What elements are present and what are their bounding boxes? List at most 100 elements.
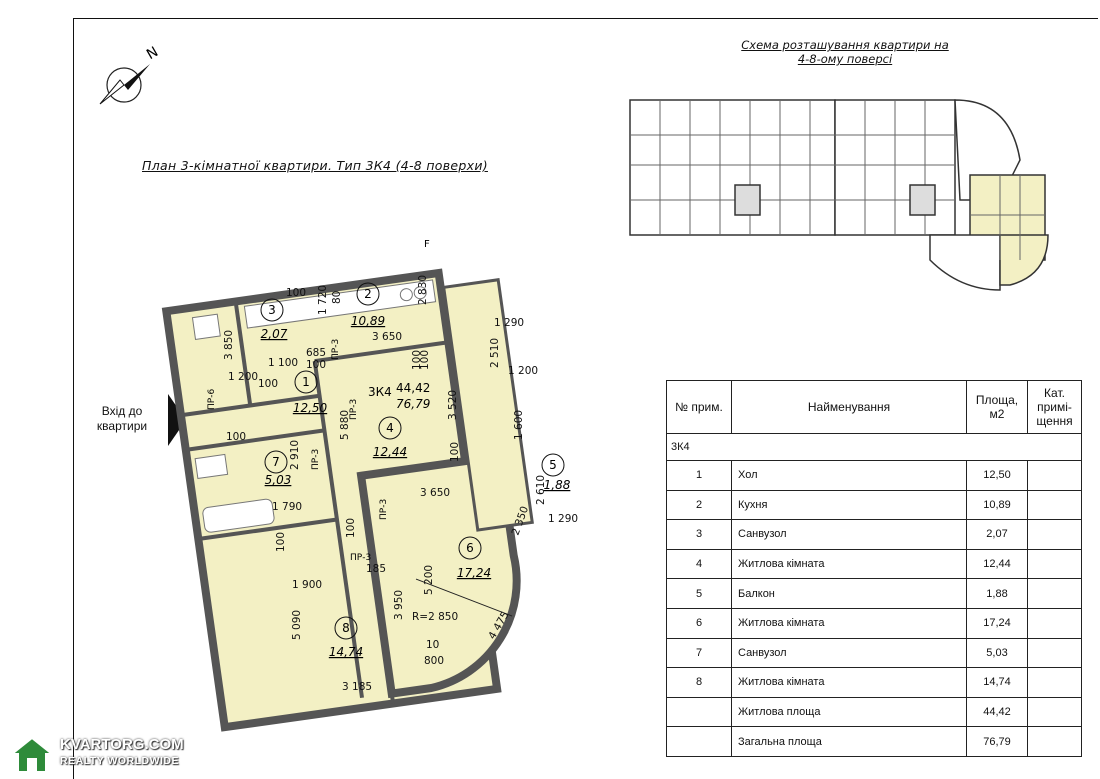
room-marker-6: 617,24 [457, 536, 491, 580]
dim: 80 [331, 291, 343, 304]
north-label: N [144, 44, 161, 63]
floor-scheme [629, 99, 1049, 291]
explication-table: № прим. Найменування Площа, м2 Кат. прим… [666, 380, 1082, 757]
svg-text:4: 4 [386, 421, 394, 435]
svg-text:12,44: 12,44 [373, 445, 407, 459]
dim: R=2 850 [412, 611, 458, 623]
dim: 1 900 [292, 579, 322, 591]
dim: 100 [419, 350, 431, 370]
watermark-sub: REALTY WORLDWIDE [60, 755, 180, 767]
svg-text:10,89: 10,89 [351, 314, 385, 328]
dim: 100 [258, 378, 278, 390]
room-marker-2: 210,89 [351, 282, 385, 328]
dim: 1 100 [268, 357, 298, 369]
apartment-label: 3К4 [368, 385, 392, 399]
scheme-title: Схема розташування квартири на 4-8-ому п… [741, 38, 949, 66]
svg-text:6: 6 [466, 541, 474, 555]
dim: 1 600 [513, 410, 525, 440]
dim: 5 880 [339, 410, 351, 440]
dim: 1 720 [317, 285, 329, 315]
svg-text:1,88: 1,88 [544, 478, 571, 492]
dim: 3 950 [393, 590, 405, 620]
dim: 1 290 [548, 513, 578, 525]
room-marker-7: 75,03 [264, 450, 292, 487]
dim: 100 [226, 431, 246, 443]
dim: 800 [424, 655, 444, 667]
dim: 3 520 [447, 390, 459, 420]
svg-text:14,74: 14,74 [329, 645, 363, 659]
total-area-label: 76,79 [396, 397, 430, 411]
svg-text:1: 1 [302, 375, 310, 389]
living-area-label: 44,42 [396, 381, 430, 395]
door-tag: ПР-3 [311, 449, 321, 470]
dim: 2 610 [535, 475, 547, 505]
dim: 3 650 [420, 487, 450, 499]
dim: 1 790 [272, 501, 302, 513]
svg-text:7: 7 [272, 455, 280, 469]
entrance-arrow-icon [168, 394, 186, 446]
dim: 10 [426, 639, 439, 651]
watermark-main: KVARTORG.COM [60, 736, 184, 753]
svg-text:17,24: 17,24 [457, 566, 491, 580]
room-marker-8: 814,74 [329, 616, 363, 659]
dim: 2 910 [289, 440, 301, 470]
dim: 100 [275, 532, 287, 552]
dim: 5 200 [423, 565, 435, 595]
door-tag: ПР-3 [379, 499, 389, 520]
svg-text:3: 3 [268, 303, 276, 317]
dim: 2 830 [417, 275, 429, 305]
table-header-row: № прим. Найменування Площа, м2 Кат. прим… [666, 380, 1082, 434]
svg-text:12,50: 12,50 [293, 401, 328, 415]
dim: 185 [366, 563, 386, 575]
dim: 3 650 [372, 331, 402, 343]
svg-text:8: 8 [342, 621, 350, 635]
compass-icon: N [99, 44, 161, 105]
watermark-logo: KVARTORG.COM REALTY WORLDWIDE [10, 736, 185, 774]
svg-text:5: 5 [549, 458, 557, 472]
door-tag: ПР-6 [207, 389, 217, 410]
room-marker-5: 51,88 [541, 453, 571, 492]
svg-text:2: 2 [364, 287, 372, 301]
header-area: Площа, м2 [966, 380, 1028, 434]
header-no: № прим. [666, 380, 732, 434]
header-category: Кат. примі- щення [1027, 380, 1082, 434]
plan-title: План 3-кімнатної квартири. Тип 3К4 (4-8 … [142, 158, 488, 173]
dim: 3 850 [223, 330, 235, 360]
dim: 3 185 [342, 681, 372, 693]
room-marker-1: 112,50 [293, 370, 328, 415]
room-marker-3: 32,07 [260, 298, 288, 341]
drawing-frame [73, 18, 1098, 779]
corner-mark: F [424, 239, 430, 250]
dim: 1 290 [494, 317, 524, 329]
dim: 2 510 [489, 338, 501, 368]
dim: 5 090 [291, 610, 303, 640]
dim: 1 200 [508, 365, 538, 377]
svg-text:5,03: 5,03 [265, 473, 292, 487]
header-name: Найменування [731, 380, 967, 434]
door-tags: ПР-6 ПР-3 ПР-3 ПР-3 ПР-3 ПР-3 [207, 339, 389, 563]
entrance-label: Вхід до квартири [96, 404, 148, 433]
dim: 685 [306, 347, 326, 359]
dim: 100 [345, 518, 357, 538]
svg-text:2,07: 2,07 [261, 327, 288, 341]
door-tag: ПР-3 [349, 399, 359, 420]
dim: 100 [449, 442, 461, 462]
door-tag: ПР-3 [331, 339, 341, 360]
house-icon [10, 736, 54, 773]
table-section-row: 3К4 [666, 433, 1082, 461]
apartment-plan [161, 268, 534, 732]
dim: 100 [411, 350, 423, 370]
dim: 100 [286, 287, 306, 299]
door-tag: ПР-3 [350, 553, 371, 563]
